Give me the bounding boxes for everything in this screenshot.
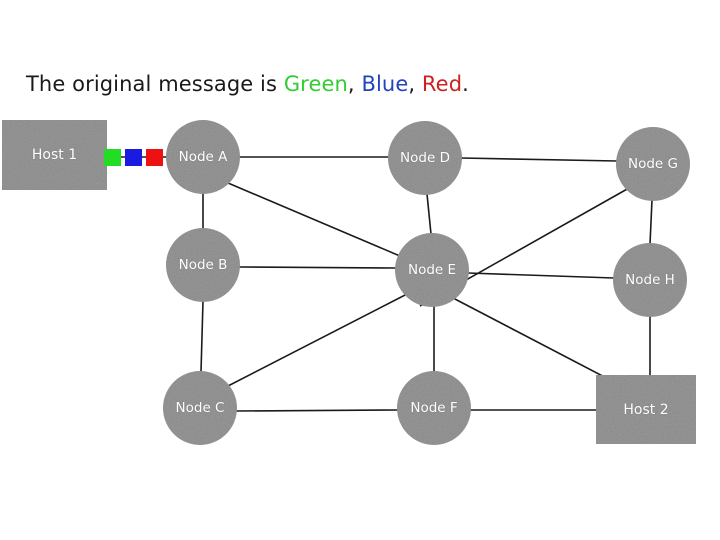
caption-separator-2: ,	[408, 72, 422, 96]
node-E[interactable]	[395, 233, 469, 307]
node-G[interactable]	[616, 127, 690, 201]
node-H[interactable]	[613, 243, 687, 317]
caption-word-green: Green	[283, 72, 348, 96]
packet-blue[interactable]	[125, 149, 142, 166]
hosts-layer	[2, 120, 696, 444]
packets-layer	[104, 149, 163, 166]
nodes-layer	[163, 120, 690, 445]
node-B[interactable]	[166, 228, 240, 302]
link-C-E	[227, 292, 410, 387]
host-host1[interactable]	[2, 120, 107, 190]
page-title: The original message is Green, Blue, Red…	[26, 72, 469, 96]
link-B-E	[238, 266, 397, 269]
link-E-host2	[452, 297, 617, 384]
caption-separator-1: ,	[347, 72, 362, 96]
node-A[interactable]	[166, 120, 240, 194]
node-F[interactable]	[397, 371, 471, 445]
node-C[interactable]	[163, 371, 237, 445]
caption-word-red: Red	[421, 72, 463, 96]
caption-word-blue: Blue	[361, 72, 409, 96]
link-B-C	[200, 300, 204, 373]
link-D-G	[460, 157, 618, 162]
caption-suffix: .	[462, 72, 469, 96]
link-C-F	[235, 409, 399, 412]
link-G-H	[649, 199, 653, 245]
node-D[interactable]	[388, 121, 462, 195]
link-A-E	[227, 182, 401, 257]
packet-green[interactable]	[104, 149, 121, 166]
caption-prefix: The original message is	[26, 72, 284, 96]
host-host2[interactable]	[596, 375, 696, 444]
packet-red[interactable]	[146, 149, 163, 166]
link-D-E	[426, 193, 432, 235]
link-E-H	[467, 272, 615, 279]
